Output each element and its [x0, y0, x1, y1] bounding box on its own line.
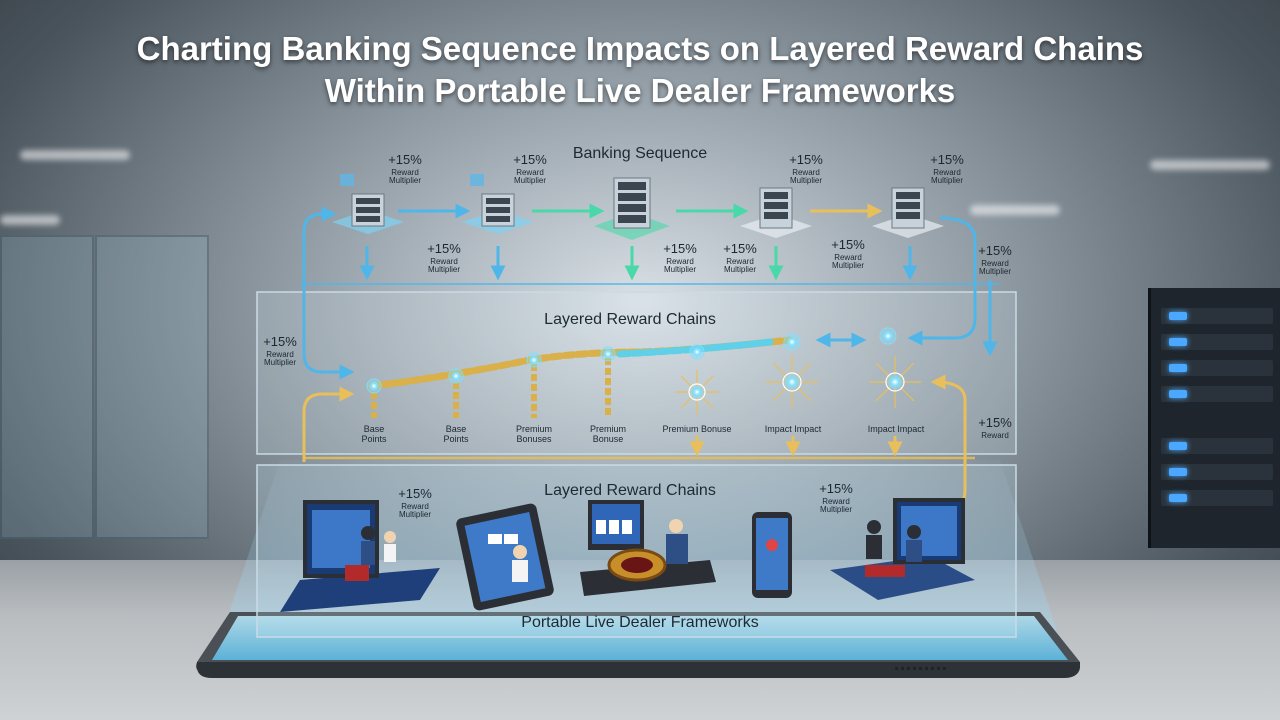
multiplier-annotation: +15%Reward Multiplier [930, 152, 964, 185]
multiplier-annotation: +15%Reward Multiplier [663, 241, 697, 274]
frameworks-panel [256, 464, 1017, 638]
sparkle-burst-icon [366, 327, 897, 394]
ceiling-light [970, 205, 1060, 215]
office-window [95, 235, 209, 539]
server-rack [1148, 288, 1280, 548]
chain-node-label: Impact Impact [867, 424, 925, 434]
tablet-icon [456, 503, 554, 611]
ceiling-light [0, 215, 60, 225]
laptop-icon [280, 500, 440, 612]
multiplier-annotation: +15%Reward Multiplier [513, 152, 547, 185]
loop-arrow-left-gold [302, 386, 355, 462]
loop-arrow-left [302, 206, 355, 380]
page-title-line-2: Within Portable Live Dealer Frameworks [324, 72, 956, 109]
multiplier-annotation: +15%Reward Multiplier [398, 486, 432, 519]
server-icon [872, 187, 944, 238]
ceiling-light [1150, 160, 1270, 170]
layered-reward-chains-label: Layered Reward Chains [544, 311, 716, 328]
chain-node-label: Impact Impact [764, 424, 822, 434]
multiplier-annotation: +15%Reward Multiplier [819, 481, 853, 514]
multiplier-annotation: +15%Reward Multiplier [978, 243, 1012, 276]
multiplier-annotation: +15%Reward Multiplier [388, 152, 422, 185]
sparkle-burst-icon [675, 356, 921, 414]
multiplier-annotation: +15%Reward Multiplier [427, 241, 461, 274]
server-icon [462, 174, 534, 234]
reward-annotation: +15%Reward [978, 415, 1012, 440]
page-title-line-1: Charting Banking Sequence Impacts on Lay… [136, 30, 1144, 67]
roulette-icon [580, 500, 716, 596]
server-icon [740, 187, 812, 238]
layered-reward-chains-label-2: Layered Reward Chains [544, 482, 716, 499]
multiplier-annotation: +15%Reward Multiplier [263, 334, 297, 367]
smartphone-icon [752, 512, 792, 598]
portable-frameworks-label: Portable Live Dealer Frameworks [521, 614, 759, 631]
multiplier-annotation: +15%Reward Multiplier [723, 241, 757, 274]
tablet-base-icon [196, 612, 1080, 678]
server-icon [594, 177, 670, 240]
chain-node-label: Premium Bonuse [662, 424, 732, 434]
multiplier-annotation: +15%Reward Multiplier [789, 152, 823, 185]
server-icon [332, 174, 404, 234]
reward-chains-panel [256, 291, 1017, 455]
loop-arrow-right [907, 216, 977, 346]
office-window [0, 235, 94, 539]
multiplier-annotation: +15%Reward Multiplier [831, 237, 865, 270]
banking-sequence-label: Banking Sequence [572, 145, 708, 162]
laptop-icon [830, 498, 975, 600]
ceiling-light [20, 150, 130, 160]
